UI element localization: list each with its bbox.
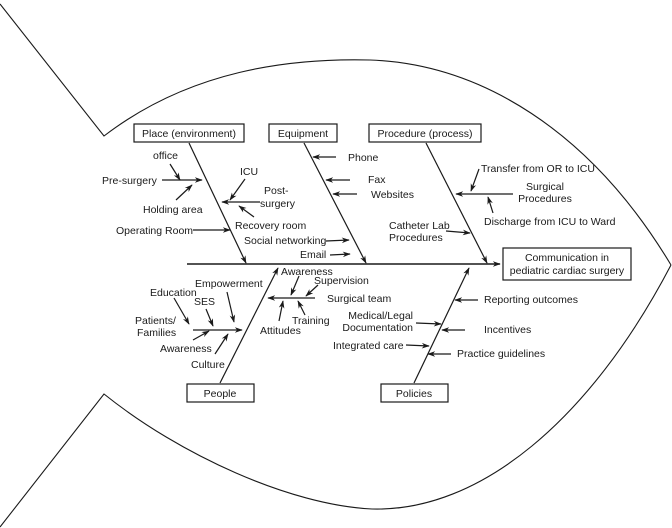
cause-post-surgery-line-1: Post- <box>264 185 289 197</box>
category-procedure: Procedure (process) Surgical Procedures … <box>368 123 616 264</box>
cause-social-networking: Social networking <box>244 235 326 247</box>
effect-box: Communication in pediatric cardiac surge… <box>502 247 632 281</box>
bone-equipment <box>303 142 367 264</box>
cause-patients-families-line-2: Families <box>137 327 176 339</box>
cause-phone: Phone <box>348 152 379 164</box>
sub-empowerment: Empowerment <box>195 278 263 290</box>
arrow-integrated-care <box>405 342 430 349</box>
arrow-attitudes <box>278 300 285 322</box>
cause-fax: Fax <box>368 174 386 186</box>
cause-incentives: Incentives <box>484 324 531 336</box>
category-people-label: People <box>204 388 237 400</box>
bone-procedure <box>425 142 488 264</box>
cause-pre-surgery: Pre-surgery <box>102 175 158 187</box>
arrow-medical-legal <box>415 320 442 327</box>
arrow-training <box>297 300 306 316</box>
sub-office: office <box>153 150 178 162</box>
category-equipment-label: Equipment <box>278 128 328 140</box>
sub-awareness-st: Awareness <box>281 266 333 278</box>
fish-outline-bottom <box>0 264 672 528</box>
arrow-awareness-st <box>290 275 300 296</box>
sub-supervision: Supervision <box>314 275 369 287</box>
cause-operating-room: Operating Room <box>116 225 193 237</box>
cause-integrated-care: Integrated care <box>333 340 404 352</box>
bone-policies <box>413 267 470 384</box>
sub-holding-area: Holding area <box>143 204 203 216</box>
effect-line-2: pediatric cardiac surgery <box>510 265 625 277</box>
cause-websites: Websites <box>371 189 414 201</box>
cause-surgical-team: Surgical team <box>327 293 391 305</box>
arrow-awareness-pf <box>192 330 210 341</box>
arrow-holding-area <box>175 184 193 201</box>
cause-patients-families-line-1: Patients/ <box>135 315 176 327</box>
arrow-empowerment <box>226 291 236 323</box>
category-equipment: Equipment Phone Fax Websites Social netw… <box>244 123 414 264</box>
cause-surgical-procedures-line-2: Procedures <box>518 193 572 205</box>
cause-medical-legal-line-2: Documentation <box>342 322 413 334</box>
arrow-recovery-room <box>238 205 255 218</box>
arrow-transfer-or-icu <box>470 168 480 192</box>
arrow-education <box>173 297 190 325</box>
cause-reporting-outcomes: Reporting outcomes <box>484 294 578 306</box>
effect-line-1: Communication in <box>525 252 609 264</box>
sub-culture: Culture <box>191 359 225 371</box>
category-policies-label: Policies <box>396 388 432 400</box>
sub-transfer-or-icu: Transfer from OR to ICU <box>481 163 595 175</box>
sub-ses: SES <box>194 296 215 308</box>
bone-people <box>219 267 279 384</box>
category-people: People Patients/ Families Education SES … <box>135 266 391 403</box>
arrow-discharge-icu-ward <box>487 196 494 214</box>
arrow-email <box>329 251 351 258</box>
cause-catheter-lab-line-2: Procedures <box>389 232 443 244</box>
sub-education: Education <box>150 287 197 299</box>
sub-discharge-icu-ward: Discharge from ICU to Ward <box>484 216 616 228</box>
cause-medical-legal-line-1: Medical/Legal <box>348 310 413 322</box>
sub-training: Training <box>292 315 330 327</box>
cause-post-surgery-line-2: surgery <box>260 198 296 210</box>
sub-recovery-room: Recovery room <box>235 220 306 232</box>
arrow-ses <box>205 308 214 327</box>
cause-surgical-procedures-line-1: Surgical <box>526 181 564 193</box>
arrow-culture <box>214 333 229 355</box>
sub-icu: ICU <box>240 166 258 178</box>
arrow-social-networking <box>325 237 350 244</box>
fish-outline-top <box>0 3 672 266</box>
category-place-label: Place (environment) <box>142 128 236 140</box>
sub-awareness-pf: Awareness <box>160 343 212 355</box>
cause-practice-guidelines: Practice guidelines <box>457 348 545 360</box>
category-place: Place (environment) Pre-surgery office H… <box>102 123 306 264</box>
bone-place <box>188 142 247 264</box>
sub-attitudes: Attitudes <box>260 325 301 337</box>
category-policies: Policies Reporting outcomes Medical/Lega… <box>333 267 578 403</box>
category-procedure-label: Procedure (process) <box>377 128 472 140</box>
cause-catheter-lab-line-1: Catheter Lab <box>389 220 450 232</box>
arrow-supervision <box>305 284 319 297</box>
arrow-icu <box>229 178 246 201</box>
arrow-office <box>169 163 181 181</box>
cause-email: Email <box>300 249 326 261</box>
arrow-catheter-lab <box>445 229 471 236</box>
